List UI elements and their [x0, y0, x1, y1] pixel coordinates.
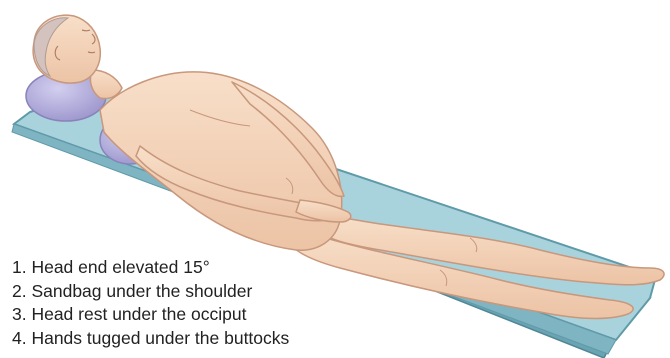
torso: [100, 72, 342, 250]
instruction-shoulder-sandbag: 2. Sandbag under the shoulder: [12, 280, 289, 304]
positioning-instructions-list: 1. Head end elevated 15° 2. Sandbag unde…: [12, 256, 289, 350]
instruction-head-elevation: 1. Head end elevated 15°: [12, 256, 289, 280]
mouth: [88, 52, 95, 53]
neck: [90, 70, 122, 99]
instruction-head-rest: 3. Head rest under the occiput: [12, 303, 289, 327]
instruction-hands-position: 4. Hands tugged under the buttocks: [12, 327, 289, 351]
